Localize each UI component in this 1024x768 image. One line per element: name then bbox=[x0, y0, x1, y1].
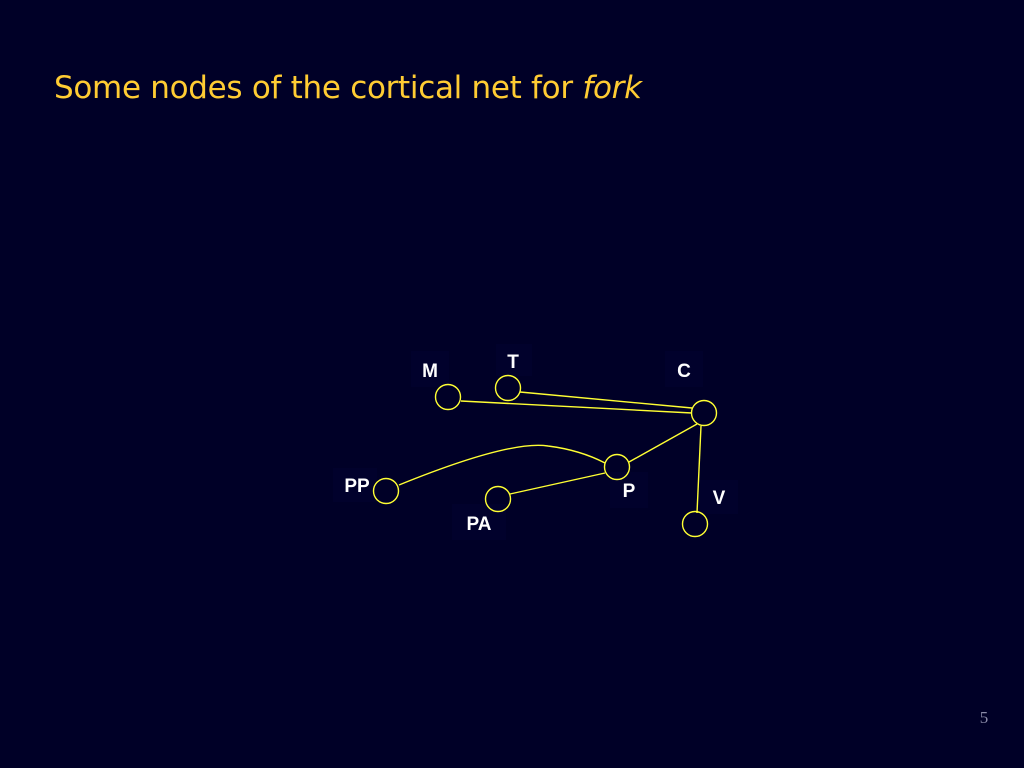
label-box-pa bbox=[452, 504, 506, 540]
edge-c-p bbox=[628, 423, 698, 463]
label-box-m bbox=[411, 351, 449, 387]
node-pa bbox=[484, 485, 512, 513]
edge-c-v bbox=[696, 425, 702, 514]
label-pa: PA bbox=[467, 514, 492, 535]
node-c bbox=[690, 399, 718, 427]
edge-t-c bbox=[519, 391, 693, 409]
label-box-pp bbox=[333, 468, 377, 502]
title-emphasis: fork bbox=[582, 70, 642, 106]
node-m bbox=[434, 383, 462, 411]
edge-pp-p bbox=[398, 444, 606, 486]
label-pp: PP bbox=[344, 476, 370, 497]
label-t: T bbox=[507, 352, 519, 373]
label-v: V bbox=[713, 488, 726, 509]
edge-m-c bbox=[460, 400, 693, 414]
label-c: C bbox=[677, 361, 691, 382]
label-m: M bbox=[422, 361, 438, 382]
node-t bbox=[494, 374, 522, 402]
label-p: P bbox=[623, 481, 636, 502]
node-p bbox=[603, 453, 631, 481]
label-box-t bbox=[496, 344, 532, 376]
label-box-v bbox=[700, 480, 738, 514]
page-number: 5 bbox=[979, 708, 989, 727]
node-v bbox=[681, 510, 709, 538]
edge-pa-p bbox=[509, 472, 606, 495]
label-box-p bbox=[610, 472, 648, 508]
label-box-c bbox=[665, 351, 703, 387]
slide-title: Some nodes of the cortical net for fork bbox=[54, 70, 642, 106]
title-text: Some nodes of the cortical net for bbox=[54, 70, 583, 106]
node-pp bbox=[372, 477, 400, 505]
